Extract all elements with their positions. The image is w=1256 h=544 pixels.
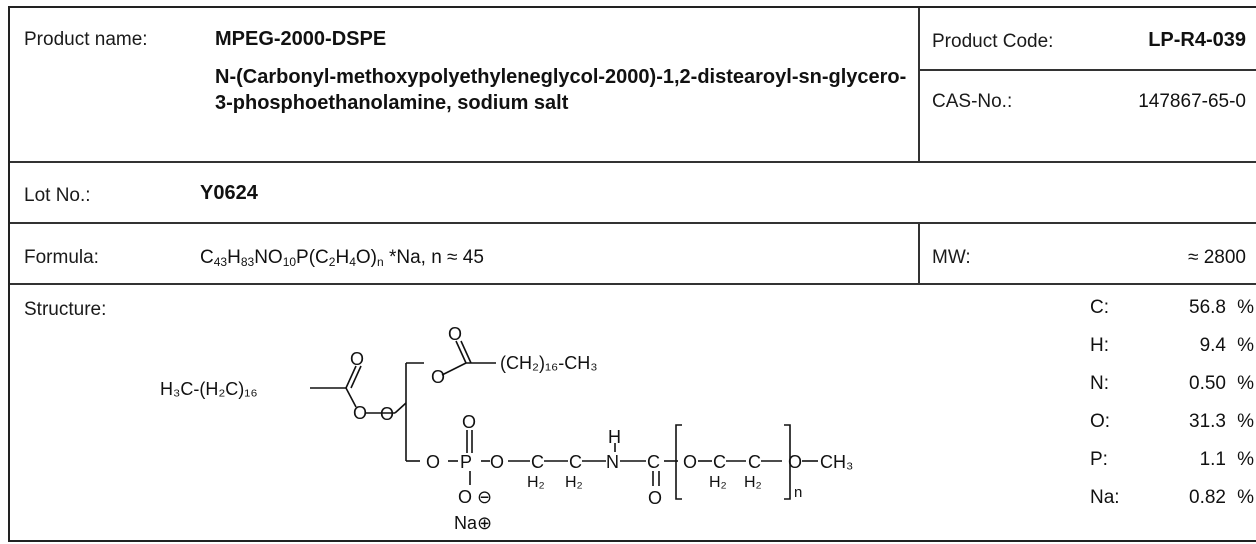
molecular-weight-label: MW:: [932, 247, 971, 268]
structure-label: Structure:: [24, 299, 107, 320]
composition-row: P: 1.1 %: [1090, 450, 1256, 486]
atom-o: O: [353, 403, 367, 423]
element-symbol: N:: [1090, 373, 1109, 394]
element-symbol: C:: [1090, 297, 1109, 318]
element-symbol: P:: [1090, 449, 1108, 470]
element-percent: 9.4: [1199, 335, 1226, 356]
composition-row: H: 9.4 %: [1090, 336, 1256, 372]
composition-row: Na: 0.82 %: [1090, 488, 1256, 524]
molecular-formula: C43H83NO10P(C2H4O)n *Na, n ≈ 45: [200, 247, 484, 269]
phosphate-o-minus: O ⊖: [458, 487, 492, 507]
atom-o: O: [431, 367, 445, 387]
elemental-composition: C: 56.8 % H: 9.4 % N: 0.50 % O: 31.3 % P…: [1090, 298, 1256, 536]
atom-o: O: [648, 488, 662, 508]
atom-c: C: [531, 452, 544, 472]
methyl-end-group: CH₃: [820, 452, 853, 472]
column-divider-top: [918, 8, 920, 161]
atom-o: O: [462, 412, 476, 432]
element-percent: 31.3: [1189, 411, 1226, 432]
repeat-count: n: [794, 484, 802, 501]
element-percent: 0.50: [1189, 373, 1226, 394]
percent-unit: %: [1237, 449, 1254, 470]
product-spec-sheet: Product name: MPEG-2000-DSPE N-(Carbonyl…: [8, 6, 1256, 542]
structure-diagram: H₃C-(H₂C)₁₆ O O O O O (CH₂)₁₆-CH₃ O O P …: [10, 283, 918, 540]
atom-o: O: [683, 452, 697, 472]
lot-number: Y0624: [200, 182, 258, 204]
column-divider-formula: [918, 222, 920, 283]
percent-unit: %: [1237, 335, 1254, 356]
product-name-label: Product name:: [24, 29, 148, 50]
methylene-h2: H₂: [709, 474, 727, 491]
chemical-structure-svg: H₃C-(H₂C)₁₆ O O O O O (CH₂)₁₆-CH₃ O O P …: [160, 324, 853, 533]
element-percent: 0.82: [1189, 487, 1226, 508]
atom-c: C: [713, 452, 726, 472]
atom-o: O: [788, 452, 802, 472]
sodium-counterion: Na⊕: [454, 513, 492, 533]
formula-label: Formula:: [24, 247, 99, 268]
atom-o: O: [380, 404, 394, 424]
product-name: MPEG-2000-DSPE: [215, 28, 387, 50]
row-divider-1: [10, 161, 1256, 163]
methylene-h2: H₂: [744, 474, 762, 491]
atom-o: O: [350, 349, 364, 369]
top-acyl-chain: (CH₂)₁₆-CH₃: [500, 353, 598, 373]
element-symbol: Na:: [1090, 487, 1120, 508]
left-acyl-chain: H₃C-(H₂C)₁₆: [160, 379, 258, 399]
product-code-label: Product Code:: [932, 31, 1054, 52]
atom-h: H: [608, 427, 621, 447]
element-percent: 56.8: [1189, 297, 1226, 318]
molecular-weight: ≈ 2800: [1188, 247, 1246, 268]
row-divider-2: [10, 222, 1256, 224]
atom-o: O: [448, 324, 462, 344]
percent-unit: %: [1237, 411, 1254, 432]
percent-unit: %: [1237, 297, 1254, 318]
element-percent: 1.1: [1199, 449, 1226, 470]
product-full-name: N-(Carbonyl-methoxypolyethyleneglycol-20…: [215, 66, 907, 114]
product-code: LP-R4-039: [1148, 29, 1246, 51]
row-divider-cas: [918, 69, 1256, 71]
composition-row: N: 0.50 %: [1090, 374, 1256, 410]
atom-c: C: [569, 452, 582, 472]
composition-row: C: 56.8 %: [1090, 298, 1256, 334]
element-symbol: H:: [1090, 335, 1109, 356]
atom-o: O: [490, 452, 504, 472]
percent-unit: %: [1237, 487, 1254, 508]
composition-row: O: 31.3 %: [1090, 412, 1256, 448]
atom-c: C: [647, 452, 660, 472]
atom-o: O: [426, 452, 440, 472]
atom-n: N: [606, 452, 619, 472]
atom-p: P: [460, 452, 472, 472]
element-symbol: O:: [1090, 411, 1111, 432]
row-divider-3: [10, 283, 1256, 285]
lot-number-label: Lot No.:: [24, 185, 91, 206]
methylene-h2: H₂: [527, 474, 545, 491]
cas-number-label: CAS-No.:: [932, 91, 1013, 112]
cas-number: 147867-65-0: [1138, 91, 1246, 112]
bond-lines: [310, 340, 818, 500]
methylene-h2: H₂: [565, 474, 583, 491]
percent-unit: %: [1237, 373, 1254, 394]
atom-c: C: [748, 452, 761, 472]
